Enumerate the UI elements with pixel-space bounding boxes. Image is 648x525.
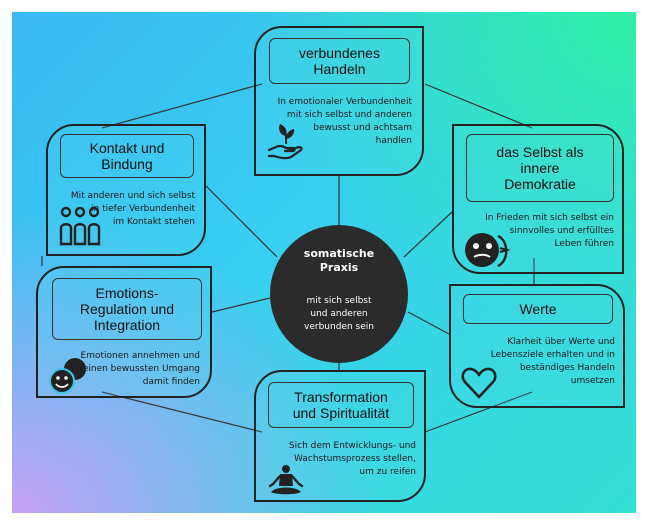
smiley-faces-icon xyxy=(49,358,86,394)
node-card-selbst: das Selbst als innere Demokratie In Frie… xyxy=(452,124,624,274)
faces-icon xyxy=(465,233,511,268)
node-title: das Selbst als innere Demokratie xyxy=(466,134,614,202)
node-description: In Frieden mit sich selbst ein sinnvolle… xyxy=(485,213,614,250)
connector-lines xyxy=(41,83,535,433)
center-node: somatische Praxis mit sich selbst und an… xyxy=(270,225,408,363)
node-card-kontakt: Kontakt und Bindung Mit anderen und sich… xyxy=(46,124,206,256)
node-description: Klarheit über Werte und Lebensziele erha… xyxy=(490,337,615,387)
node-card-werte: Werte Klarheit über Werte und Lebensziel… xyxy=(449,284,625,408)
meditation-icon xyxy=(268,465,304,495)
node-description: In emotionaler Verbundenheit mit sich se… xyxy=(277,97,412,147)
center-title: somatische Praxis xyxy=(303,247,375,275)
node-description: Sich dem Entwicklungs- und Wachstumsproz… xyxy=(288,441,416,478)
center-subtitle: mit sich selbst und anderen verbunden se… xyxy=(304,296,374,333)
people-group-icon xyxy=(59,206,101,246)
node-title: Werte xyxy=(463,294,613,324)
heart-icon xyxy=(461,367,497,399)
node-title: Kontakt und Bindung xyxy=(60,134,194,178)
node-description: Emotionen annehmen und einen bewussten U… xyxy=(80,351,200,388)
node-description: Mit anderen und sich selbst in tiefer Ve… xyxy=(70,191,195,228)
node-title: verbundenes Handeln xyxy=(269,38,410,84)
hand-plant-icon xyxy=(267,124,303,160)
node-title: Emotions- Regulation und Integration xyxy=(52,278,202,340)
node-card-emotion: Emotions- Regulation und Integration Emo… xyxy=(36,266,212,398)
diagram-canvas: verbundenes Handeln In emotionaler Verbu… xyxy=(12,12,636,513)
node-card-transformation: Transformation und Spiritualität Sich de… xyxy=(254,370,426,502)
node-title: Transformation und Spiritualität xyxy=(268,382,414,428)
node-card-handeln: verbundenes Handeln In emotionaler Verbu… xyxy=(254,26,424,176)
